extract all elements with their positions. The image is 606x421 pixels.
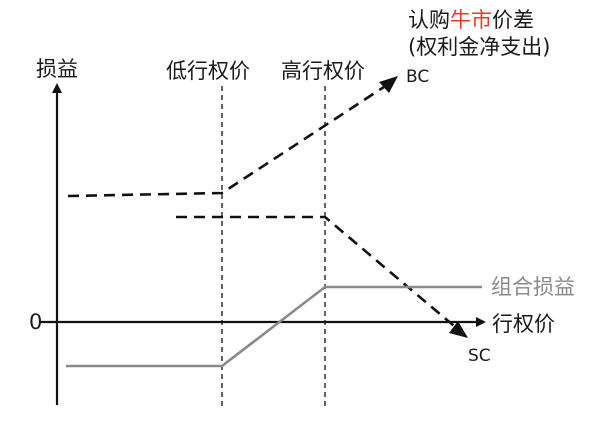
high-strike-label: 高行权价 [281,59,365,83]
sc-label: SC [468,346,491,366]
chart-title-line2: (权利金净支出) [408,35,550,59]
bc-payoff-line [67,81,391,198]
low-strike-label: 低行权价 [166,59,250,83]
zero-label: 0 [29,310,42,334]
chart-title-line1: 认购牛市价差 [408,8,534,32]
bc-label: BC [406,67,429,87]
combo-payoff-line [66,285,482,368]
x-axis-label: 行权价 [492,312,555,336]
y-axis-label: 损益 [36,57,78,81]
combo-label: 组合损益 [491,275,575,299]
sc-arrowhead [449,321,468,338]
bc-arrowhead [379,76,398,93]
sc-payoff-line [176,215,461,332]
